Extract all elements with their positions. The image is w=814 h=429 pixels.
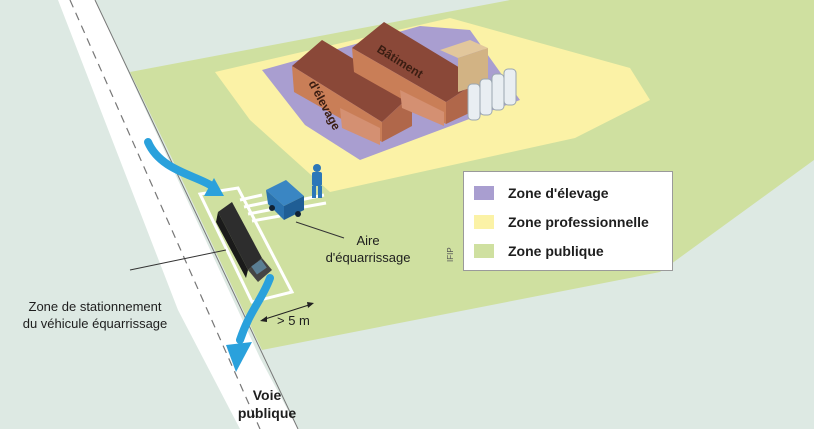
credit-label: IFIP [446, 247, 455, 262]
stationnement-label: Zone de stationnement du véhicule équarr… [20, 298, 170, 332]
voie-label-line2: publique [237, 405, 297, 421]
voie-publique-label: Voie publique [232, 386, 302, 422]
leader-aire [295, 221, 345, 239]
distance-arrow-left [260, 316, 267, 322]
arrow-out [236, 274, 274, 344]
voie-label-line1: Voie [252, 387, 282, 403]
legend-swatch-professionnelle [474, 214, 494, 229]
arrow-out-head [226, 342, 252, 372]
legend-item-zone-publique: Zone publique [474, 236, 662, 265]
aire-label: Aire d'équarrissage [316, 232, 420, 266]
distance-marker [261, 303, 313, 321]
building-left [292, 40, 412, 145]
distance-label: > 5 m [277, 313, 310, 328]
legend-item-zone-professionnelle: Zone professionnelle [474, 207, 662, 236]
arrow-in-head [204, 178, 224, 196]
stationnement-label-line2: du véhicule équarrissage [22, 316, 168, 331]
aire-label-line2: d'équarrissage [325, 250, 411, 265]
legend-label-elevage: Zone d'élevage [508, 184, 609, 201]
silos [467, 68, 517, 121]
container-bin [266, 180, 304, 220]
road-edge [94, 0, 299, 429]
parking-zone-outline [197, 186, 295, 304]
legend-swatch-publique [474, 243, 494, 258]
aire-label-line1: Aire [356, 233, 380, 248]
legend-label-professionnelle: Zone professionnelle [508, 213, 649, 230]
legend-label-publique: Zone publique [508, 242, 604, 259]
worker-figure [312, 164, 322, 198]
legend: Zone d'élevage Zone professionnelle Zone… [463, 171, 673, 271]
arrow-in [144, 138, 216, 190]
legend-item-zone-elevage: Zone d'élevage [474, 178, 662, 207]
distance-arrow-right [307, 302, 314, 308]
leader-parking [129, 249, 227, 271]
truck [216, 202, 272, 282]
stationnement-label-line1: Zone de stationnement [28, 299, 162, 314]
legend-swatch-elevage [474, 185, 494, 200]
